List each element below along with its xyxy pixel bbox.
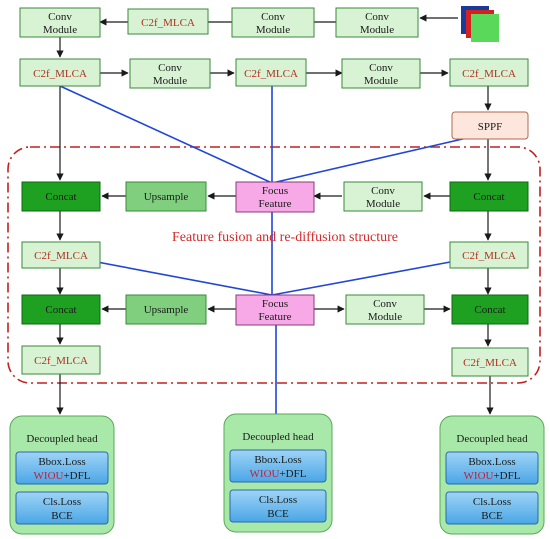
svg-text:C2f_MLCA: C2f_MLCA xyxy=(141,17,195,29)
wiou-term: WIOU xyxy=(464,470,494,482)
input-image-icon xyxy=(461,6,499,42)
cls-loss-detail: BCE xyxy=(481,510,503,522)
blue-line-c2f1-focus1 xyxy=(59,85,273,184)
cls-loss-label: Cls.Loss xyxy=(259,494,297,506)
c2f-mlca-row2-3: C2f_MLCA xyxy=(235,58,307,87)
concat-left-1: Concat xyxy=(21,181,101,212)
svg-text:C2f_MLCA: C2f_MLCA xyxy=(34,250,88,262)
blue-line-sppf-focus1 xyxy=(271,134,481,184)
dfl-term: +DFL xyxy=(63,470,90,482)
svg-text:Concat: Concat xyxy=(473,191,504,203)
bbox-loss-detail: WIOU+DFL xyxy=(464,470,521,482)
c2f-mlca-top: C2f_MLCA xyxy=(127,8,209,35)
bbox-loss-label: Bbox.Loss xyxy=(468,456,515,468)
wiou-term: WIOU xyxy=(34,470,64,482)
c2f-mlca-right-2: C2f_MLCA xyxy=(449,241,529,269)
head-title: Decoupled head xyxy=(456,433,528,445)
cls-loss-label: Cls.Loss xyxy=(473,496,511,508)
svg-text:C2f_MLCA: C2f_MLCA xyxy=(462,250,516,262)
c2f-mlca-right-3: C2f_MLCA xyxy=(451,347,529,377)
blue-connections xyxy=(59,85,489,414)
bbox-loss-detail: WIOU+DFL xyxy=(250,468,307,480)
c2f-mlca-left-3: C2f_MLCA xyxy=(21,345,101,375)
c2f-mlca-left-2: C2f_MLCA xyxy=(21,241,101,269)
c2f-mlca-row2-1: C2f_MLCA xyxy=(19,58,101,87)
bbox-loss-label: Bbox.Loss xyxy=(38,456,85,468)
head-title: Decoupled head xyxy=(242,431,314,443)
svg-text:C2f_MLCA: C2f_MLCA xyxy=(34,355,88,367)
svg-text:C2f_MLCA: C2f_MLCA xyxy=(33,68,87,80)
upsample-2: Upsample xyxy=(125,294,207,325)
cls-loss-label: Cls.Loss xyxy=(43,496,81,508)
svg-text:Concat: Concat xyxy=(45,191,76,203)
decoupled-head-1: Decoupled headBbox.LossWIOU+DFLCls.LossB… xyxy=(9,415,115,535)
fusion-structure-label: Feature fusion and re-diffusion structur… xyxy=(172,230,398,245)
svg-text:C2f_MLCA: C2f_MLCA xyxy=(463,357,517,369)
decoupled-heads: Decoupled headBbox.LossWIOU+DFLCls.LossB… xyxy=(9,413,545,535)
c2f-mlca-row2-5: C2f_MLCA xyxy=(449,58,529,87)
decoupled-head-3: Decoupled headBbox.LossWIOU+DFLCls.LossB… xyxy=(439,415,545,535)
svg-text:Upsample: Upsample xyxy=(144,304,189,316)
dfl-term: +DFL xyxy=(279,468,306,480)
bbox-loss-detail: WIOU+DFL xyxy=(34,470,91,482)
cls-loss-detail: BCE xyxy=(51,510,73,522)
sppf-block: SPPF xyxy=(451,111,529,140)
svg-text:SPPF: SPPF xyxy=(478,121,502,133)
svg-text:Concat: Concat xyxy=(45,304,76,316)
decoupled-head-2: Decoupled headBbox.LossWIOU+DFLCls.LossB… xyxy=(223,413,333,533)
svg-text:C2f_MLCA: C2f_MLCA xyxy=(244,68,298,80)
concat-right-2: Concat xyxy=(451,294,529,325)
fusion-region-border xyxy=(7,146,541,384)
wiou-term: WIOU xyxy=(250,468,280,480)
concat-left-2: Concat xyxy=(21,294,101,325)
svg-text:C2f_MLCA: C2f_MLCA xyxy=(462,68,516,80)
cls-loss-detail: BCE xyxy=(267,508,289,520)
upsample-1: Upsample xyxy=(125,181,207,212)
dfl-term: +DFL xyxy=(493,470,520,482)
svg-text:Upsample: Upsample xyxy=(144,191,189,203)
concat-right-1: Concat xyxy=(449,181,529,212)
bbox-loss-label: Bbox.Loss xyxy=(254,454,301,466)
svg-text:Concat: Concat xyxy=(474,304,505,316)
head-title: Decoupled head xyxy=(26,433,98,445)
